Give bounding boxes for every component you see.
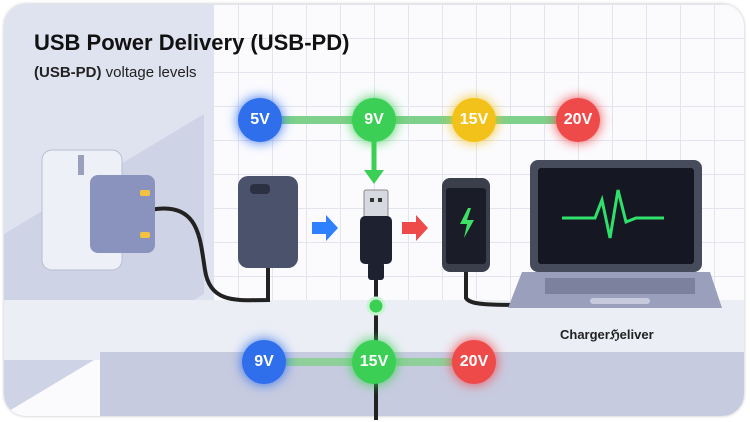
- power-bank-icon: [238, 176, 298, 268]
- usb-plug-icon: [360, 189, 392, 280]
- voltage-node-15v: 15V: [452, 98, 496, 142]
- subtitle-prefix: (USB-PD): [34, 64, 102, 81]
- charging-bolt-icon: [460, 208, 474, 238]
- laptop-icon: [508, 160, 722, 308]
- smartphone-icon: [442, 178, 490, 272]
- arrow-right-blue-icon: [312, 215, 338, 241]
- cable-outlet-to-powerbank: [149, 206, 270, 303]
- voltage-node-9v: 9V: [352, 98, 396, 142]
- page-title: USB Power Delivery (USB-PD): [34, 30, 350, 55]
- voltage-node-20v: 20V: [556, 98, 600, 142]
- subtitle: (USB-PD) voltage levels: [34, 64, 197, 81]
- arrow-right-red-icon: [402, 215, 428, 241]
- heartbeat-icon: [562, 189, 664, 239]
- arrow-down-icon: [364, 170, 384, 184]
- voltage-node-5v: 5V: [238, 98, 282, 142]
- connection-dot: [366, 296, 386, 316]
- voltage-node-20v: 20V: [452, 340, 496, 384]
- subtitle-rest: voltage levels: [105, 64, 197, 81]
- voltage-node-15v: 15V: [352, 340, 396, 384]
- top-level-bar: [260, 116, 580, 124]
- device-label: Chargerℌeliver: [560, 327, 654, 342]
- voltage-node-9v: 9V: [242, 340, 286, 384]
- wall-charger-icon: [41, 149, 155, 271]
